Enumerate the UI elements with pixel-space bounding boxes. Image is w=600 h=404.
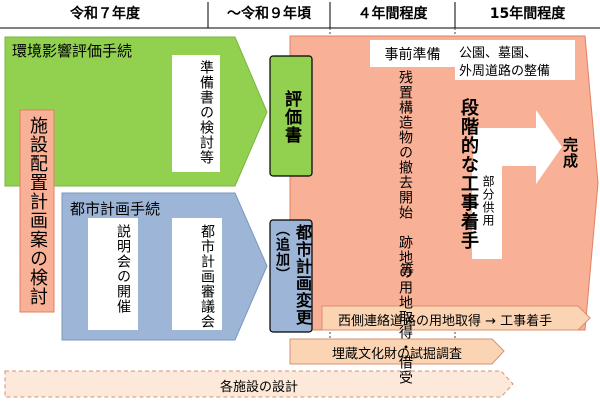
layout-plan-box — [19, 109, 55, 313]
city-plan-change-label: 都市計画変更 — [293, 224, 312, 326]
progress-arrow — [473, 110, 562, 184]
header-col-2: ～令和９年頃 — [227, 6, 311, 22]
excavation-label: 埋蔵文化財の試掘調査 — [331, 347, 462, 362]
assessment-doc-label: 評価書 — [281, 90, 301, 144]
layout-plan-label: 施設配置計画案の検討 — [27, 116, 48, 306]
facility-design-label: 各施設の設計 — [219, 380, 298, 395]
briefing-label: 説明会の開催 — [115, 224, 131, 314]
city-plan-change-note: （追加） — [274, 222, 290, 282]
west-road-label: 西側連絡道路の用地取得 → 工事着手 — [338, 314, 553, 329]
park-line-2: 外周道路の整備 — [459, 64, 551, 79]
pre-work-body: 残置構造物の撤去開始 跡地の用地取得・借受 — [397, 70, 413, 385]
assessment-doc-box — [269, 55, 313, 177]
completion-label: 完成 — [561, 137, 579, 169]
briefing-box — [88, 218, 138, 330]
pre-work-title: 事前準備 — [384, 47, 441, 63]
partial-use-box — [472, 165, 502, 259]
header-col-1: 令和７年度 — [70, 6, 140, 22]
park-box — [455, 40, 575, 80]
pre-work-etc: 等 — [400, 263, 414, 279]
pre-work-title-box — [370, 40, 455, 67]
excavation-arrow — [289, 338, 505, 365]
env-assessment-title: 環境影響評価手続 — [12, 42, 133, 60]
phased-construction-label: 段階的な工事着手 — [458, 98, 479, 250]
prep-doc-label: 準備書の検討等 — [198, 60, 214, 165]
council-box — [172, 218, 222, 330]
prep-doc-box — [172, 55, 220, 172]
header-col-4: 15年間程度 — [489, 6, 566, 22]
council-label: 都市計画審議会 — [199, 224, 215, 329]
city-plan-title: 都市計画手続 — [70, 200, 161, 218]
facility-design-arrow — [4, 370, 514, 398]
header-col-3: ４年間程度 — [357, 6, 428, 22]
partial-use-label: 部分供用 — [481, 175, 495, 227]
west-road-arrow — [321, 305, 591, 331]
park-line-1: 公園、墓園、 — [459, 46, 538, 61]
city-plan-change-box — [269, 219, 313, 333]
construction-arrow — [289, 35, 599, 331]
